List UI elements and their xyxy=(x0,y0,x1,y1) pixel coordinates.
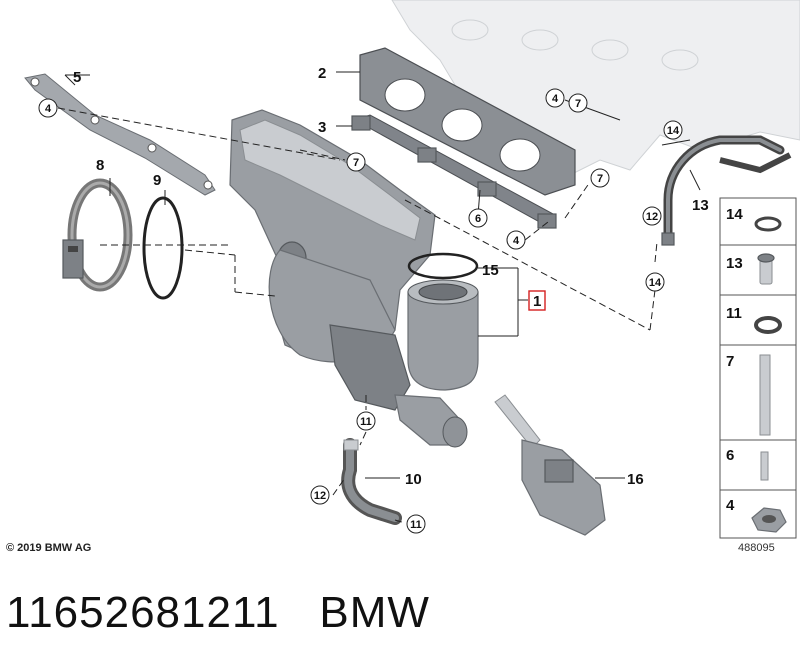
svg-text:11: 11 xyxy=(410,519,422,531)
legend-item-4: 4 xyxy=(726,497,735,514)
callout-13: 13 xyxy=(692,197,709,214)
legend-item-11: 11 xyxy=(726,305,742,322)
parts-legend-panel: 14 13 11 7 6 4 xyxy=(719,197,797,539)
svg-text:12: 12 xyxy=(646,211,658,223)
callout-5: 5 xyxy=(73,69,81,86)
circle-callout-7b: 7 xyxy=(568,93,588,113)
diagram-reference: 488095 xyxy=(738,542,775,554)
seal-ring-icon xyxy=(754,216,782,232)
turbocharger-manifold[interactable] xyxy=(229,109,479,448)
callout-16: 16 xyxy=(627,471,644,488)
svg-text:4: 4 xyxy=(513,235,520,247)
svg-text:11: 11 xyxy=(360,416,372,428)
svg-text:4: 4 xyxy=(552,93,559,105)
callout-1-highlight xyxy=(528,290,546,311)
callout-2: 2 xyxy=(318,65,326,82)
circled-callouts: 4 7 4 7 14 7 6 4 12 14 11 12 11 xyxy=(38,88,683,534)
callout-15: 15 xyxy=(482,262,499,279)
oil-feed-line[interactable] xyxy=(661,135,792,246)
svg-text:14: 14 xyxy=(649,277,662,289)
svg-text:7: 7 xyxy=(597,173,603,185)
circle-callout-12b: 12 xyxy=(310,485,330,505)
callout-9: 9 xyxy=(153,172,161,189)
bolt-head-icon xyxy=(757,253,775,263)
svg-text:7: 7 xyxy=(353,157,359,169)
svg-text:14: 14 xyxy=(667,125,680,137)
legend-item-6: 6 xyxy=(726,447,734,464)
o-ring-small[interactable] xyxy=(407,252,479,280)
svg-text:7: 7 xyxy=(575,98,581,110)
copyright-text: © 2019 BMW AG xyxy=(6,542,92,554)
circle-callout-4a: 4 xyxy=(38,98,58,118)
svg-text:12: 12 xyxy=(314,490,326,502)
part-number: 11652681211 xyxy=(6,588,280,637)
part-caption: 11652681211 BMW xyxy=(6,588,430,638)
stud-icon xyxy=(759,354,771,436)
gasket-strip[interactable] xyxy=(24,73,216,196)
pin-icon xyxy=(760,451,769,481)
svg-text:4: 4 xyxy=(45,103,52,115)
callout-3: 3 xyxy=(318,119,326,136)
exhaust-gasket[interactable] xyxy=(359,47,576,196)
callout-8: 8 xyxy=(96,157,104,174)
o-ring-icon xyxy=(754,316,782,334)
legend-item-7: 7 xyxy=(726,353,734,370)
heat-shield-bar[interactable] xyxy=(351,114,557,229)
circle-callout-6: 6 xyxy=(468,208,488,228)
callout-labels: 5 8 9 2 3 13 15 10 16 1 xyxy=(73,65,709,488)
o-ring-large[interactable] xyxy=(142,196,184,300)
circle-callout-7a: 7 xyxy=(346,152,366,172)
circle-callout-11a: 11 xyxy=(356,411,376,431)
nut-hole-icon xyxy=(762,515,776,523)
v-band-clamp[interactable] xyxy=(62,178,133,292)
legend-item-14: 14 xyxy=(726,206,743,223)
coolant-hose[interactable] xyxy=(341,438,402,525)
circle-callout-11b: 11 xyxy=(406,514,426,534)
wastegate-actuator[interactable] xyxy=(494,394,606,536)
circle-callout-4c: 4 xyxy=(506,230,526,250)
svg-text:6: 6 xyxy=(475,213,481,225)
circle-callout-7c: 7 xyxy=(590,168,610,188)
brand-name: BMW xyxy=(319,588,430,637)
circle-callout-4b: 4 xyxy=(545,88,565,108)
legend-item-13: 13 xyxy=(726,255,743,272)
circle-callout-12a: 12 xyxy=(642,206,662,226)
callout-10: 10 xyxy=(405,471,422,488)
callout-1[interactable]: 1 xyxy=(533,293,541,310)
circle-callout-14a: 14 xyxy=(663,120,683,140)
circle-callout-14b: 14 xyxy=(645,272,665,292)
